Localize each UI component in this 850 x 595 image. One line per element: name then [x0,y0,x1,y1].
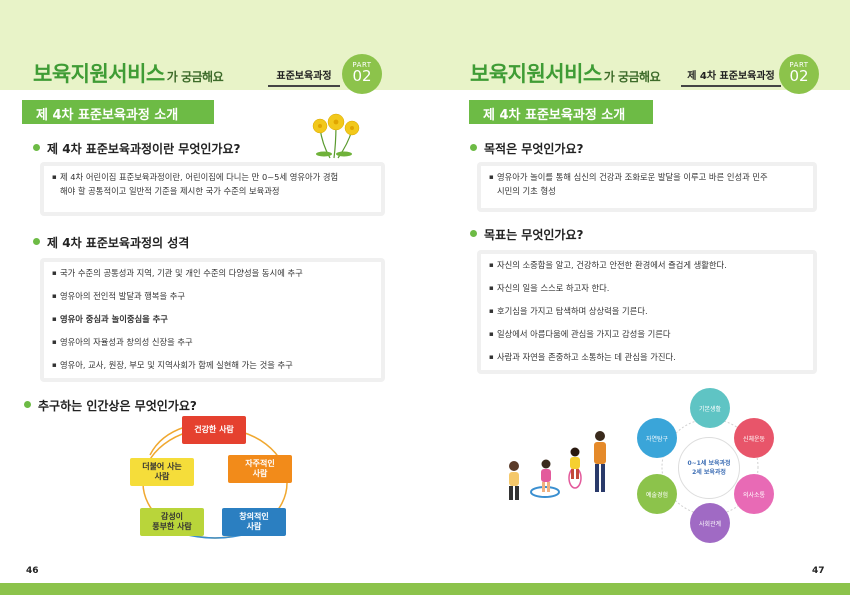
area-basic-life: 기본생활 [690,388,730,428]
purpose-box: 영유아가 놀이를 통해 심신의 건강과 조화로운 발달을 이루고 바른 인성과 … [477,162,817,212]
goals-heading: 목표는 무엇인가요? [470,226,583,243]
part-label: 표준보육과정 [268,67,340,87]
page-number: 46 [26,566,39,576]
area-social-relations: 사회관계 [690,503,730,543]
definition-box: 제 4차 어린이집 표준보육과정이란, 어린이집에 다니는 만 0~5세 영유아… [40,162,385,216]
character-heading: 제 4차 표준보육과정의 성격 [33,234,189,251]
bullet-dot-icon [470,144,477,151]
character-item: 영유아 중심과 놀이중심을 추구 [52,308,373,331]
dandelion-illustration [312,113,360,159]
section-title: 제 4차 표준보육과정 소개 [469,100,653,124]
question-heading: 제 4차 표준보육과정이란 무엇인가요? [33,140,240,157]
goals-box: 자신의 소중함을 알고, 건강하고 안전한 환경에서 즐겁게 생활한다. 자신의… [477,250,817,374]
page-number: 47 [812,566,825,576]
goal-item: 호기심을 가지고 탐색하며 상상력을 기른다. [489,300,805,323]
area-nature-inquiry: 자연탐구 [637,418,677,458]
purpose-heading: 목적은 무엇인가요? [470,140,583,157]
node-healthy-person: 건강한 사람 [182,416,246,444]
character-item: 영유아의 전인적 발달과 행복을 추구 [52,285,373,308]
goal-item: 자신의 소중함을 알고, 건강하고 안전한 환경에서 즐겁게 생활한다. [489,254,805,277]
purpose-line: 영유아가 놀이를 통해 심신의 건강과 조화로운 발달을 이루고 바른 인성과 … [489,170,805,184]
section-title: 제 4차 표준보육과정 소개 [22,100,214,124]
children-playing-illustration [509,431,606,500]
area-art-experience: 예술경험 [637,474,677,514]
bullet-dot-icon [33,144,40,151]
area-physical-movement: 신체운동 [734,418,774,458]
area-communication: 의사소통 [734,474,774,514]
character-item: 영유아, 교사, 원장, 부모 및 지역사회가 함께 실현해 가는 것을 추구 [52,354,373,377]
bottom-band [0,583,850,595]
definition-line: 해야 할 공통적이고 일반적 기준을 제시한 국가 수준의 보육과정 [60,186,280,196]
purpose-line: 시민의 기초 형성 [497,186,556,196]
bullet-dot-icon [24,401,31,408]
bullet-dot-icon [470,230,477,237]
ideal-person-heading: 추구하는 인간상은 무엇인가요? [24,397,197,414]
bullet-dot-icon [33,238,40,245]
goal-item: 사람과 자연을 존중하고 소통하는 데 관심을 가진다. [489,346,805,369]
character-item: 국가 수준의 공통성과 지역, 기관 및 개인 수준의 다양성을 동시에 추구 [52,262,373,285]
goal-item: 자신의 일을 스스로 하고자 한다. [489,277,805,300]
goal-item: 일상에서 아름다움에 관심을 가지고 감성을 기른다 [489,323,805,346]
character-box: 국가 수준의 공통성과 지역, 기관 및 개인 수준의 다양성을 동시에 추구 … [40,258,385,382]
character-item: 영유아의 자율성과 창의성 신장을 추구 [52,331,373,354]
part-label: 제 4차 표준보육과정 [681,67,781,87]
definition-line: 제 4차 어린이집 표준보육과정이란, 어린이집에 다니는 만 0~5세 영유아… [52,170,373,184]
